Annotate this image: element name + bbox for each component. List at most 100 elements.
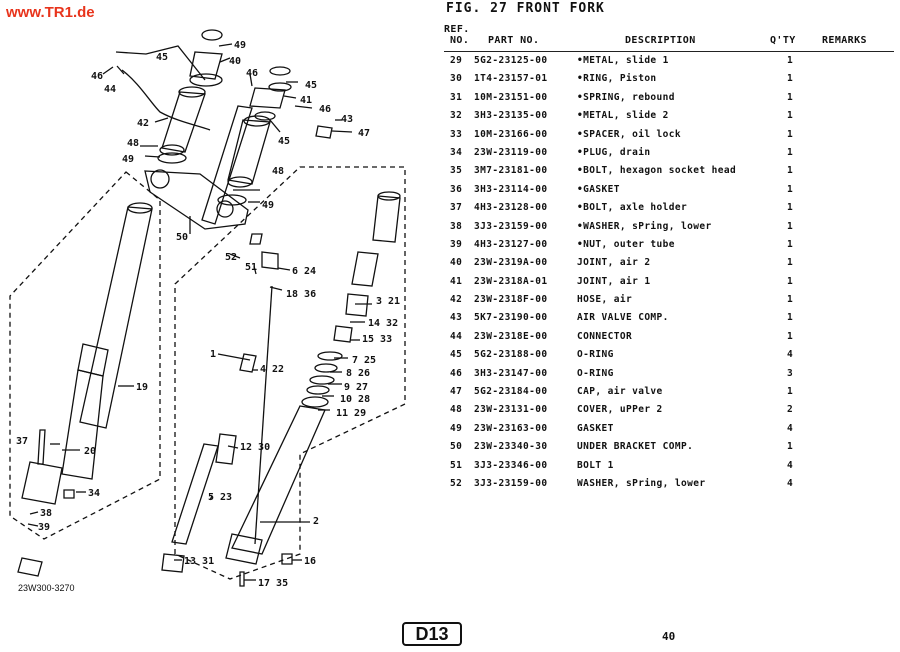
callout-43: 43 — [341, 114, 353, 125]
description-cell: •SPACER, oil lock — [577, 128, 682, 140]
part-number-cell: 10M-23151-00 — [474, 91, 548, 103]
part-number-cell: 23W-2318A-01 — [474, 275, 548, 287]
qty-cell: 1 — [786, 73, 794, 85]
qty-cell: 1 — [786, 165, 794, 177]
part-number-cell: 4H3-23127-00 — [474, 238, 548, 250]
header-description: DESCRIPTION — [625, 35, 696, 46]
callout-18-36: 18 36 — [286, 289, 316, 300]
ref-cell: 37 — [450, 202, 463, 214]
qty-cell: 1 — [786, 110, 794, 122]
qty-cell: 1 — [786, 386, 794, 398]
ref-cell: 42 — [450, 294, 463, 306]
parts-table: REF. NO. PART NO. DESCRIPTION Q'TY REMAR… — [444, 24, 894, 493]
ref-cell: 47 — [450, 386, 463, 398]
description-cell: WASHER, sPring, lower — [577, 477, 706, 489]
callout-45-top: 45 — [156, 52, 168, 63]
part-number-cell: 5G2-23184-00 — [474, 386, 548, 398]
table-row: 30 1T4-23157-01 •RING, Piston 1 — [444, 70, 894, 88]
callout-37: 37 — [16, 436, 28, 447]
ref-cell: 30 — [450, 73, 463, 85]
description-cell: GASKET — [577, 422, 614, 434]
callout-46-left: 46 — [91, 71, 103, 82]
description-cell: UNDER BRACKET COMP. — [577, 441, 694, 453]
qty-cell: 1 — [786, 312, 794, 324]
callout-9-27: 9 27 — [344, 382, 368, 393]
part-number-cell: 1T4-23157-01 — [474, 73, 548, 85]
exploded-diagram: 49 45 40 46 44 42 48 49 46 45 41 46 43 4… — [9, 29, 406, 589]
callout-20: 20 — [84, 446, 96, 457]
ref-cell: 48 — [450, 404, 463, 416]
ref-cell: 31 — [450, 91, 463, 103]
description-cell: JOINT, air 1 — [577, 275, 651, 287]
callout-40: 40 — [229, 56, 241, 67]
description-cell: •GASKET — [577, 183, 620, 195]
qty-cell: 1 — [786, 257, 794, 269]
callout-8-26: 8 26 — [346, 368, 370, 379]
ref-cell: 49 — [450, 422, 463, 434]
callout-15-33: 15 33 — [362, 334, 392, 345]
callout-7-25: 7 25 — [352, 355, 376, 366]
ref-cell: 43 — [450, 312, 463, 324]
part-number-cell: 3M7-23181-00 — [474, 165, 548, 177]
description-cell: •RING, Piston — [577, 73, 657, 85]
description-cell: •METAL, slide 1 — [577, 55, 669, 66]
part-number-cell: 23W-2318F-00 — [474, 294, 548, 306]
callout-52: 52 — [225, 252, 237, 263]
callout-42: 42 — [137, 118, 149, 129]
ref-cell: 32 — [450, 110, 463, 122]
qty-cell: 1 — [786, 220, 794, 232]
description-cell: HOSE, air — [577, 294, 633, 306]
header-ref-line2: NO. — [450, 35, 470, 46]
description-cell: O-RING — [577, 367, 614, 379]
callout-39: 39 — [38, 522, 50, 533]
qty-cell: 1 — [786, 55, 794, 66]
ref-cell: 36 — [450, 183, 463, 195]
part-number-cell: 3J3-23346-00 — [474, 459, 548, 471]
ref-cell: 52 — [450, 477, 463, 489]
ref-cell: 45 — [450, 349, 463, 361]
header-remarks: REMARKS — [822, 35, 867, 46]
ref-cell: 44 — [450, 330, 463, 342]
qty-cell: 1 — [786, 202, 794, 214]
table-row: 42 23W-2318F-00 HOSE, air 1 — [444, 291, 894, 309]
ref-cell: 38 — [450, 220, 463, 232]
callout-4-22: 4 22 — [260, 364, 284, 375]
callout-48-right: 48 — [272, 166, 284, 177]
callout-50: 50 — [176, 232, 188, 243]
qty-cell: 1 — [786, 294, 794, 306]
description-cell: COVER, uPPer 2 — [577, 404, 663, 416]
part-number-cell: 23W-23340-30 — [474, 441, 548, 453]
part-number-cell: 3H3-23147-00 — [474, 367, 548, 379]
callout-2: 2 — [313, 516, 319, 527]
callout-46-mid: 46 — [246, 68, 258, 79]
description-cell: •BOLT, hexagon socket head — [577, 165, 737, 177]
qty-cell: 4 — [786, 477, 794, 489]
qty-cell: 4 — [786, 422, 794, 434]
header-ref-line1: REF. — [444, 24, 470, 35]
qty-cell: 1 — [786, 441, 794, 453]
description-cell: CONNECTOR — [577, 330, 633, 342]
callout-12-30: 12 30 — [240, 442, 270, 453]
part-number-cell: 3J3-23159-00 — [474, 220, 548, 232]
part-number-cell: 23W-23119-00 — [474, 146, 548, 158]
callout-19: 19 — [136, 382, 148, 393]
callout-45-right: 45 — [305, 80, 317, 91]
qty-cell: 4 — [786, 349, 794, 361]
description-cell: O-RING — [577, 349, 614, 361]
part-number-cell: 23W-23131-00 — [474, 404, 548, 416]
ref-cell: 29 — [450, 55, 463, 66]
qty-cell: 1 — [786, 330, 794, 342]
